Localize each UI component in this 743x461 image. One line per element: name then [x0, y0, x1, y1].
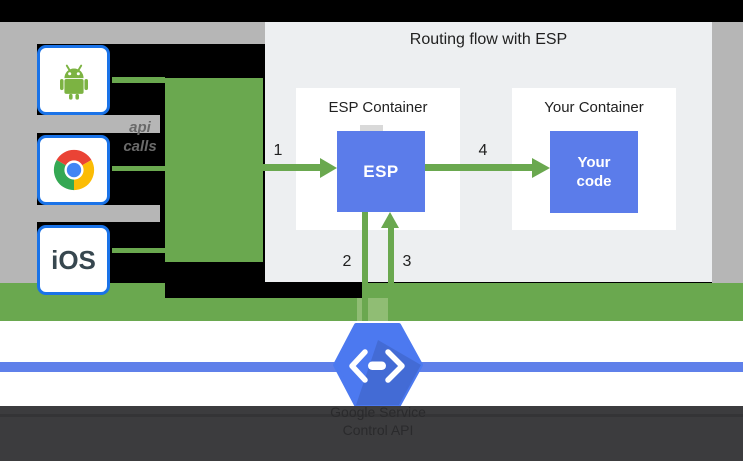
your-container-label: Your Container — [544, 99, 644, 116]
step-label-4: 4 — [478, 142, 488, 159]
api-calls-label: api calls — [123, 119, 157, 155]
gray-strip-between-android-chrome — [0, 115, 160, 133]
arrow-4-head-icon — [532, 158, 550, 178]
gray-top-band — [0, 22, 265, 44]
arrow-4-line — [425, 164, 532, 171]
chrome-client-box — [37, 135, 110, 205]
step-label-3: 3 — [402, 253, 412, 270]
arrow-1-head-icon — [320, 158, 337, 178]
esp-top-stub — [360, 125, 383, 131]
ios-connector-line — [112, 248, 165, 253]
service-label-line1: Google Service — [330, 404, 426, 420]
chrome-icon — [53, 149, 94, 191]
step-label-1: 1 — [273, 142, 283, 159]
service-label-line2: Control API — [342, 422, 414, 438]
android-client-box — [37, 45, 110, 115]
android-connector-line — [112, 77, 165, 83]
panel-title: Routing flow with ESP — [409, 31, 568, 48]
gray-left-column — [0, 22, 37, 283]
chrome-connector-line — [112, 166, 165, 171]
esp-container-label: ESP Container — [328, 99, 428, 116]
code-bracket-right-icon — [385, 349, 405, 383]
arrow-2-line — [362, 212, 368, 321]
step-label-2: 2 — [342, 253, 352, 270]
ios-label: iOS — [51, 244, 96, 275]
android-icon — [59, 64, 88, 100]
code-dash-icon — [368, 361, 386, 370]
gray-right-column — [712, 22, 743, 283]
arrow-3-head-icon — [381, 212, 399, 228]
cloud-endpoints-icon — [333, 323, 423, 407]
arrow-3-line — [388, 228, 394, 321]
gray-strip-between-chrome-ios — [0, 205, 160, 222]
green-vertical-bar — [165, 78, 263, 262]
esp-box: ESP — [337, 131, 425, 212]
bottom-bar-divider — [0, 414, 743, 417]
your-code-box: Your code — [550, 131, 638, 213]
ios-client-box: iOS — [37, 225, 110, 295]
your-code-label: Your code — [576, 154, 612, 190]
arrow-1-line — [263, 164, 320, 171]
code-bracket-left-icon — [349, 349, 368, 383]
